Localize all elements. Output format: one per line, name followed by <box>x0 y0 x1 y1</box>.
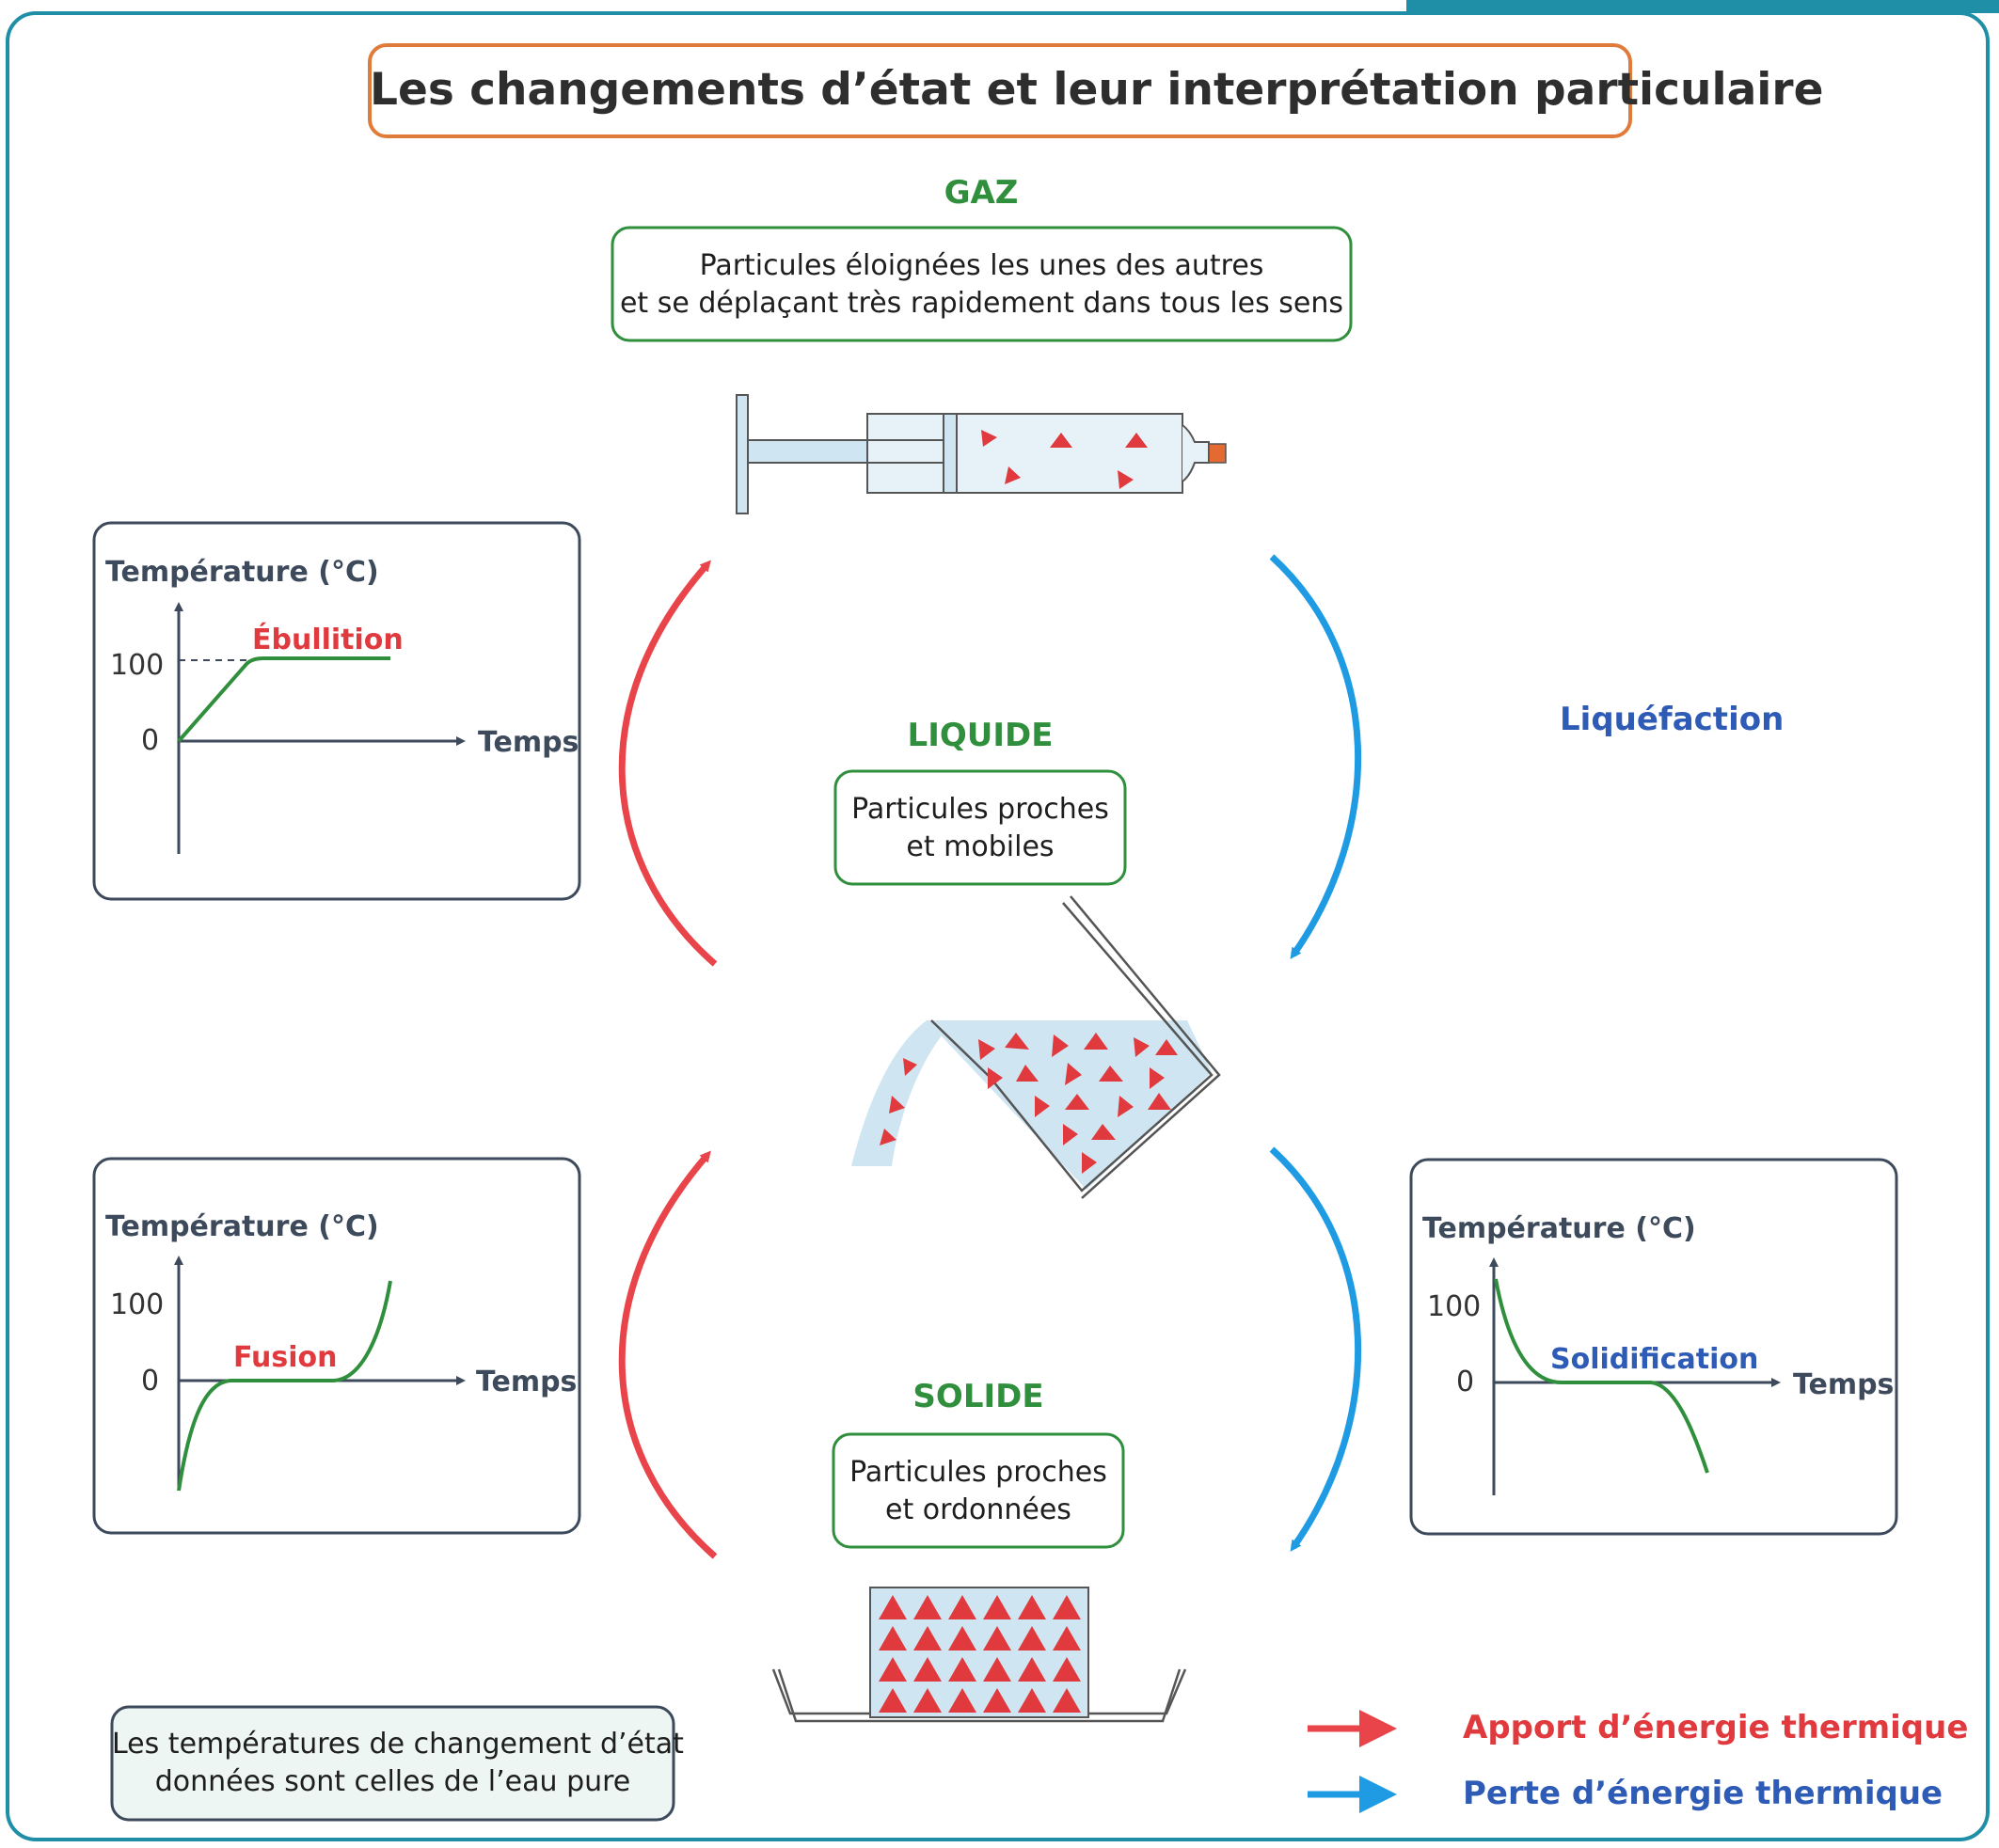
solid-particle <box>913 1626 942 1651</box>
solidification-tick-0: 0 <box>1456 1366 1475 1398</box>
solid-particle <box>1053 1657 1081 1682</box>
note-line1: Les températures de changement d’état <box>112 1728 684 1761</box>
legend-perte-label: Perte d’énergie thermique <box>1463 1775 1943 1812</box>
fusion-tick-100: 100 <box>110 1288 165 1321</box>
solid-particle <box>983 1657 1011 1682</box>
note-box <box>110 1705 675 1822</box>
solid-particle <box>948 1626 976 1651</box>
ebullition-curve-label: Ébullition <box>252 624 404 656</box>
fusion-curve-label: Fusion <box>233 1341 338 1374</box>
gaz-box <box>611 226 1353 342</box>
fusion-graph-frame <box>92 1157 581 1535</box>
solid-particle <box>1018 1626 1046 1651</box>
solid-particle <box>1018 1688 1046 1713</box>
page-title: Les changements d’état et leur interprét… <box>370 64 1824 116</box>
gaz-description-line1: Particules éloignées les unes des autres <box>699 249 1264 282</box>
solid-particle <box>1018 1657 1046 1682</box>
outer-frame <box>6 11 1990 1841</box>
solid-particle <box>983 1626 1011 1651</box>
ebullition-tick-0: 0 <box>141 724 160 757</box>
solide-description-line2: et ordonnées <box>885 1493 1071 1526</box>
fusion-graph <box>174 1256 466 1492</box>
solide-description-line1: Particules proches <box>849 1456 1107 1489</box>
corner-tab <box>1406 0 1999 13</box>
ebullition-graph <box>174 602 466 854</box>
solid-particle <box>913 1595 942 1619</box>
gaz-label: GAZ <box>944 174 1019 212</box>
solid-particle <box>1053 1688 1081 1713</box>
solid-particle <box>948 1657 976 1682</box>
solidification-tick-100: 100 <box>1427 1290 1482 1323</box>
solid-particle <box>1053 1595 1081 1619</box>
vaporisation-arrow <box>618 560 718 967</box>
ebullition-graph-frame <box>92 521 581 901</box>
solid-particle <box>879 1688 907 1713</box>
solide-box <box>832 1432 1125 1549</box>
solidification-curve-label: Solidification <box>1550 1343 1759 1376</box>
gaz-description-line2: et se déplaçant très rapidement dans tou… <box>619 287 1344 320</box>
ebullition-x-axis-title: Temps <box>478 726 579 759</box>
liquide-box <box>833 769 1127 886</box>
solidification-graph-frame <box>1409 1158 1898 1536</box>
solid-particle <box>879 1657 907 1682</box>
solid-block-illustration <box>771 1587 1187 1723</box>
solide-label: SOLIDE <box>912 1378 1044 1415</box>
solidification-y-axis-title: Température (°C) <box>1422 1212 1696 1245</box>
fusion-tick-0: 0 <box>141 1365 160 1398</box>
liquefaction-arrow <box>1269 554 1362 959</box>
solid-particle <box>948 1688 976 1713</box>
solidification-graph <box>1489 1257 1781 1495</box>
beaker-illustration <box>851 895 1221 1199</box>
solid-particle <box>948 1595 976 1619</box>
solidification-x-axis-title: Temps <box>1793 1368 1895 1401</box>
solid-particle <box>983 1595 1011 1619</box>
fusion-y-axis-title: Température (°C) <box>105 1210 379 1243</box>
ebullition-tick-100: 100 <box>110 649 165 682</box>
solid-particle <box>1018 1595 1046 1619</box>
note-line2: données sont celles de l’eau pure <box>154 1765 631 1798</box>
solid-particle <box>879 1626 907 1651</box>
solid-particle <box>983 1688 1011 1713</box>
liquide-description-line2: et mobiles <box>906 830 1055 863</box>
ebullition-y-axis-title: Température (°C) <box>105 556 379 589</box>
solidification-arrow <box>1269 1146 1362 1552</box>
liquide-description-line1: Particules proches <box>851 793 1109 826</box>
title-box <box>368 43 1632 138</box>
solid-particle <box>1053 1626 1081 1651</box>
solid-particle <box>879 1595 907 1619</box>
solid-particle <box>913 1688 942 1713</box>
fusion-x-axis-title: Temps <box>476 1366 578 1398</box>
syringe-illustration <box>736 394 1227 514</box>
solid-particle <box>913 1657 942 1682</box>
liquide-label: LIQUIDE <box>907 717 1054 754</box>
legend-apport-label: Apport d’énergie thermique <box>1463 1709 1969 1746</box>
fusion-arrow <box>618 1150 718 1559</box>
liquefaction-label: Liquéfaction <box>1560 701 1785 738</box>
